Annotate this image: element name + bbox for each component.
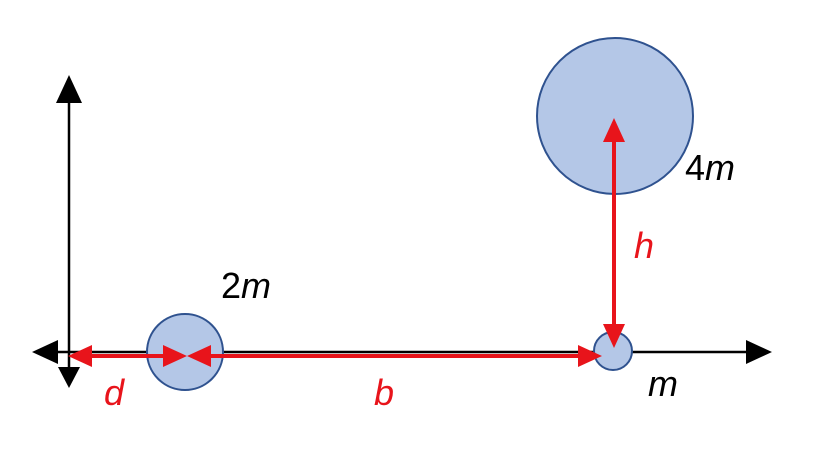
dimension-d-arrow-left-icon <box>68 345 92 367</box>
dimension-b-arrow-right-icon <box>578 345 602 367</box>
label-2m: 2m <box>221 265 271 306</box>
label-b: b <box>374 372 394 413</box>
dimension-h-arrow-up-icon <box>603 118 625 142</box>
label-4m: 4m <box>685 147 735 188</box>
y-axis-arrow-down-icon <box>58 367 80 388</box>
label-m: m <box>648 363 678 404</box>
dimensions <box>68 118 625 367</box>
x-axis-arrow-right-icon <box>746 340 772 364</box>
dimension-d-arrow-right-icon <box>163 345 187 367</box>
label-d: d <box>104 372 125 413</box>
dimension-h-arrow-down-icon <box>603 324 625 348</box>
dimension-b-arrow-left-icon <box>187 345 211 367</box>
x-axis-arrow-left-icon <box>32 340 58 364</box>
label-h: h <box>634 225 654 266</box>
masses <box>146 37 694 391</box>
y-axis-arrow-up-icon <box>56 75 82 103</box>
mass-2m-circle <box>146 313 224 391</box>
